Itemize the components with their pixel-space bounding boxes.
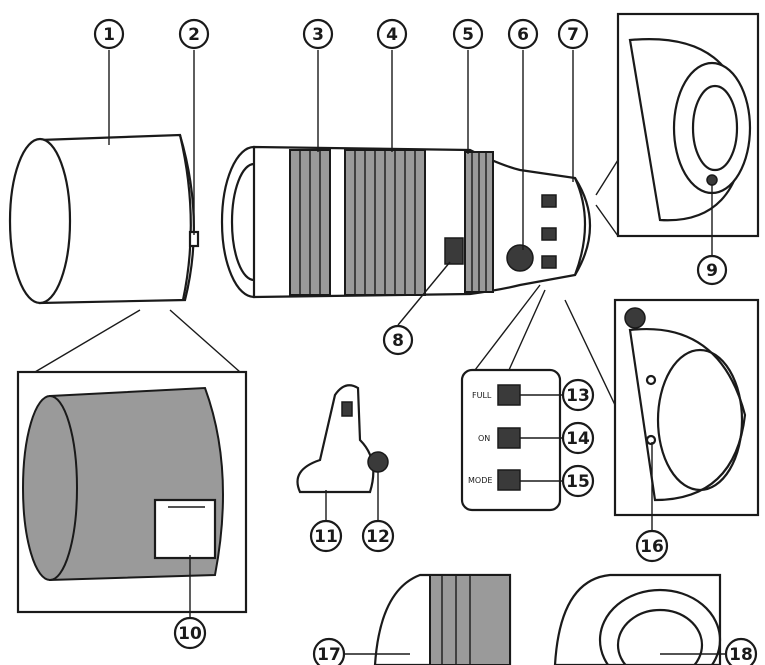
tripod-collar-inset — [564, 298, 760, 517]
bottom-partial-views — [373, 573, 722, 665]
callout-10: 10 — [173, 616, 207, 650]
lens-body — [220, 145, 591, 299]
lens-hood — [8, 133, 200, 305]
zoom-ring-4 — [344, 149, 426, 296]
svg-text:10: 10 — [178, 624, 202, 644]
switch-14 — [497, 427, 521, 449]
zoom-lock-8 — [444, 237, 464, 265]
callout-18: 18 — [724, 637, 758, 665]
callout-12: 12 — [361, 519, 395, 553]
svg-text:15: 15 — [566, 472, 590, 492]
svg-text:13: 13 — [566, 386, 590, 406]
callouts: 1 2 3 4 5 6 7 8 9 10 11 12 13 14 15 16 1… — [93, 18, 758, 665]
callout-1: 1 — [93, 18, 125, 50]
focus-ring-5 — [464, 151, 494, 293]
callout-13: 13 — [561, 378, 595, 412]
switch-label-ois-mode: MODE — [468, 476, 492, 485]
callout-2: 2 — [178, 18, 210, 50]
svg-text:12: 12 — [366, 527, 390, 547]
svg-text:8: 8 — [392, 331, 404, 351]
callout-3: 3 — [302, 18, 334, 50]
tripod-foot — [296, 384, 389, 494]
mount-inset — [595, 12, 760, 238]
switch-inset: FULL ON MODE — [460, 284, 562, 512]
svg-text:3: 3 — [312, 25, 324, 45]
foot-screw-12 — [367, 451, 389, 473]
callout-17: 17 — [312, 637, 346, 665]
callout-7: 7 — [557, 18, 589, 50]
svg-text:18: 18 — [729, 645, 753, 665]
callout-8: 8 — [382, 324, 414, 356]
callout-5: 5 — [452, 18, 484, 50]
svg-text:14: 14 — [566, 429, 590, 449]
tripod-knob-6 — [506, 244, 534, 272]
callout-9: 9 — [696, 254, 728, 286]
callout-15: 15 — [561, 464, 595, 498]
callout-6: 6 — [507, 18, 539, 50]
switch-label-ois: ON — [478, 434, 490, 443]
switch-15 — [497, 469, 521, 491]
callout-16: 16 — [635, 529, 669, 563]
svg-text:9: 9 — [706, 261, 718, 281]
callout-11: 11 — [309, 519, 343, 553]
callout-14: 14 — [561, 421, 595, 455]
callout-4: 4 — [376, 18, 408, 50]
svg-text:17: 17 — [317, 645, 341, 665]
svg-text:11: 11 — [314, 527, 338, 547]
zoom-ring-3 — [289, 149, 331, 296]
svg-text:1: 1 — [103, 25, 115, 45]
switch-13 — [497, 384, 521, 406]
svg-text:4: 4 — [386, 25, 398, 45]
svg-text:6: 6 — [517, 25, 529, 45]
svg-text:5: 5 — [462, 25, 474, 45]
switch-label-focus-range: FULL — [472, 391, 492, 400]
hood-detail-inset — [16, 309, 248, 614]
svg-text:16: 16 — [640, 537, 664, 557]
leader-lines — [108, 50, 725, 655]
svg-text:7: 7 — [567, 25, 579, 45]
svg-text:2: 2 — [188, 25, 200, 45]
